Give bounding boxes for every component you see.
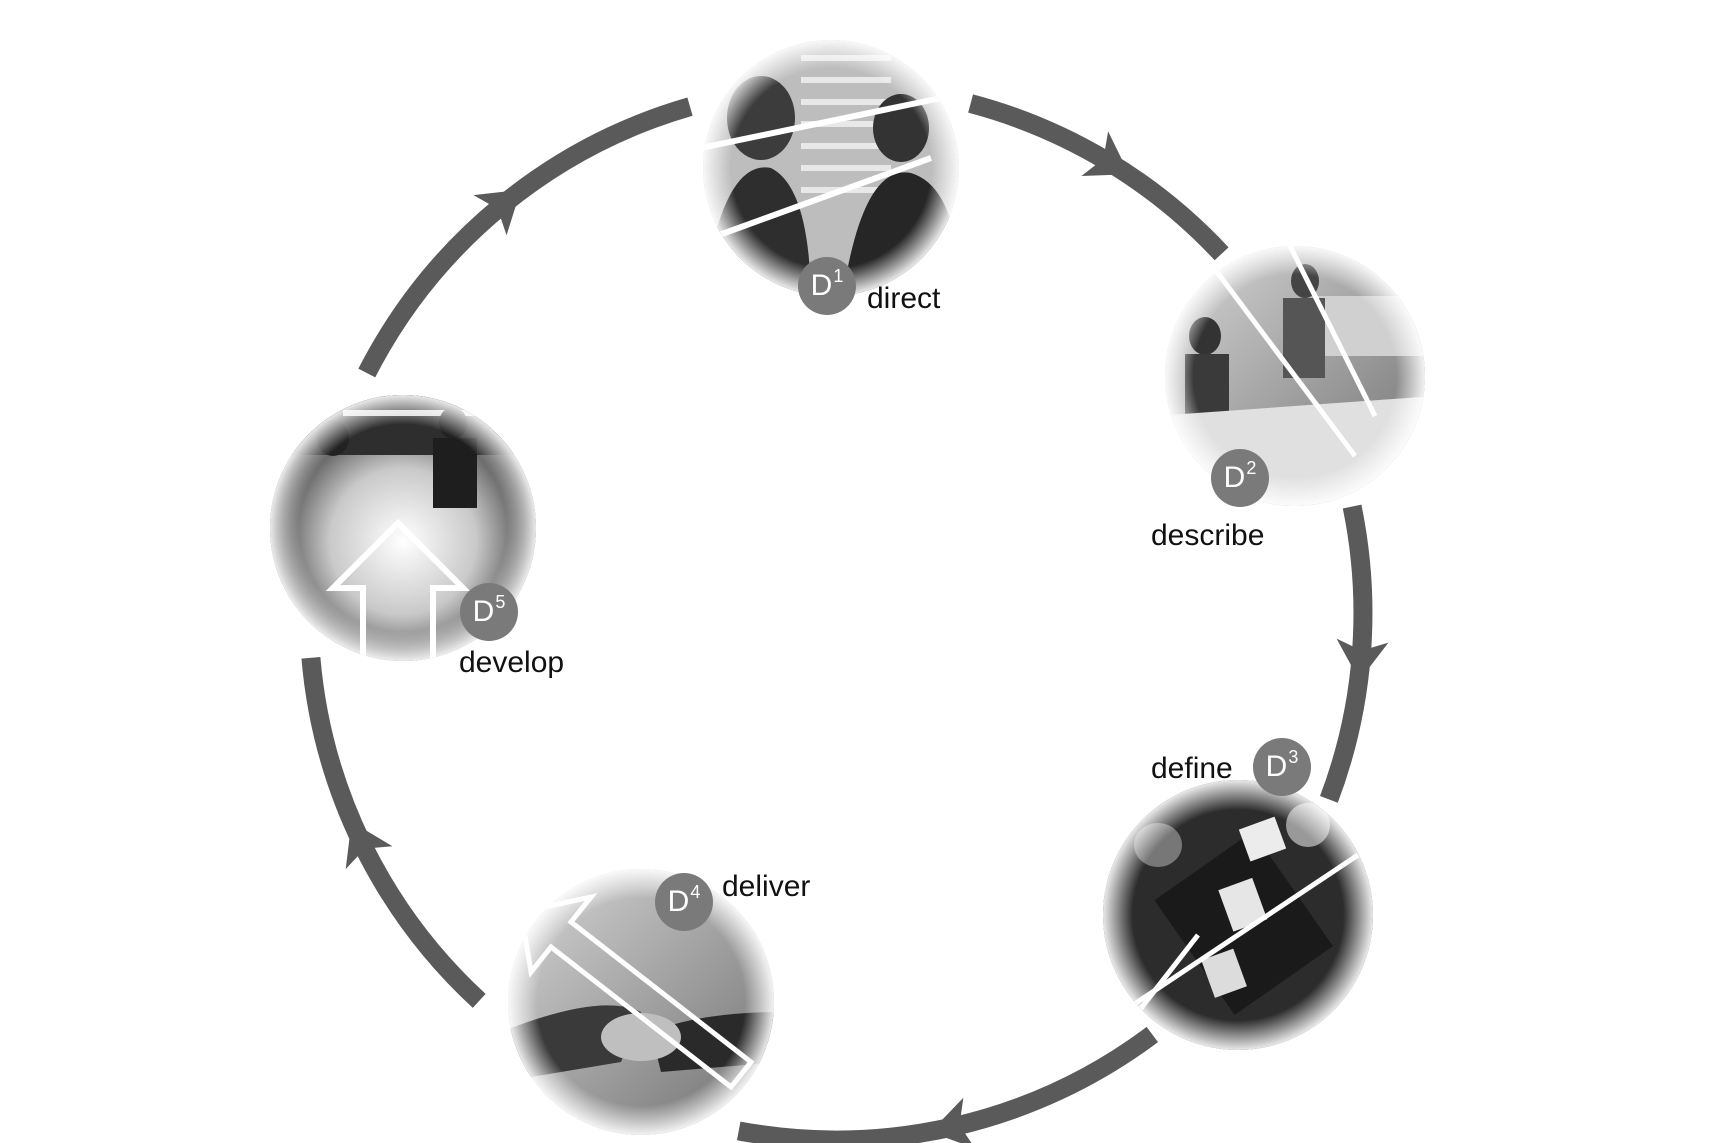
cycle-arc-d1 xyxy=(968,94,1229,261)
stage-badge-letter: D xyxy=(667,885,690,918)
stage-badge-number: 4 xyxy=(690,882,701,902)
presentation-photo xyxy=(1161,242,1429,510)
overhead-meeting-photo xyxy=(1099,776,1377,1054)
flow-arrowhead-d5 xyxy=(473,189,521,236)
stage-label-describe: describe xyxy=(1151,519,1265,552)
stage-badge-number: 3 xyxy=(1288,747,1299,767)
flow-arrowhead-d3 xyxy=(930,1097,976,1143)
stage-label-develop: develop xyxy=(459,646,565,679)
stage-label-define: define xyxy=(1151,752,1233,785)
flow-arrowhead-d2 xyxy=(1336,638,1389,681)
stage-label-direct: direct xyxy=(867,282,941,315)
stage-badge-number: 1 xyxy=(833,266,844,286)
stage-photos xyxy=(266,36,1429,1139)
stage-badge-number: 5 xyxy=(495,592,506,612)
flow-arrowhead-d4 xyxy=(345,821,393,870)
stage-badge-letter: D xyxy=(810,269,833,302)
stage-badge-letter: D xyxy=(1265,750,1288,783)
flow-arrowhead-d1 xyxy=(1081,131,1130,177)
stage-badge-letter: D xyxy=(472,595,495,628)
cycle-arc-d4 xyxy=(301,656,486,1008)
handshake-photo xyxy=(504,865,778,1139)
cycle-ring xyxy=(301,94,1389,1143)
business-meeting-photo xyxy=(699,36,963,300)
stage-badge-letter: D xyxy=(1223,461,1246,494)
stage-label-deliver: deliver xyxy=(722,870,811,903)
cycle-arc-d5 xyxy=(358,97,693,378)
stage-badge-number: 2 xyxy=(1246,458,1257,478)
